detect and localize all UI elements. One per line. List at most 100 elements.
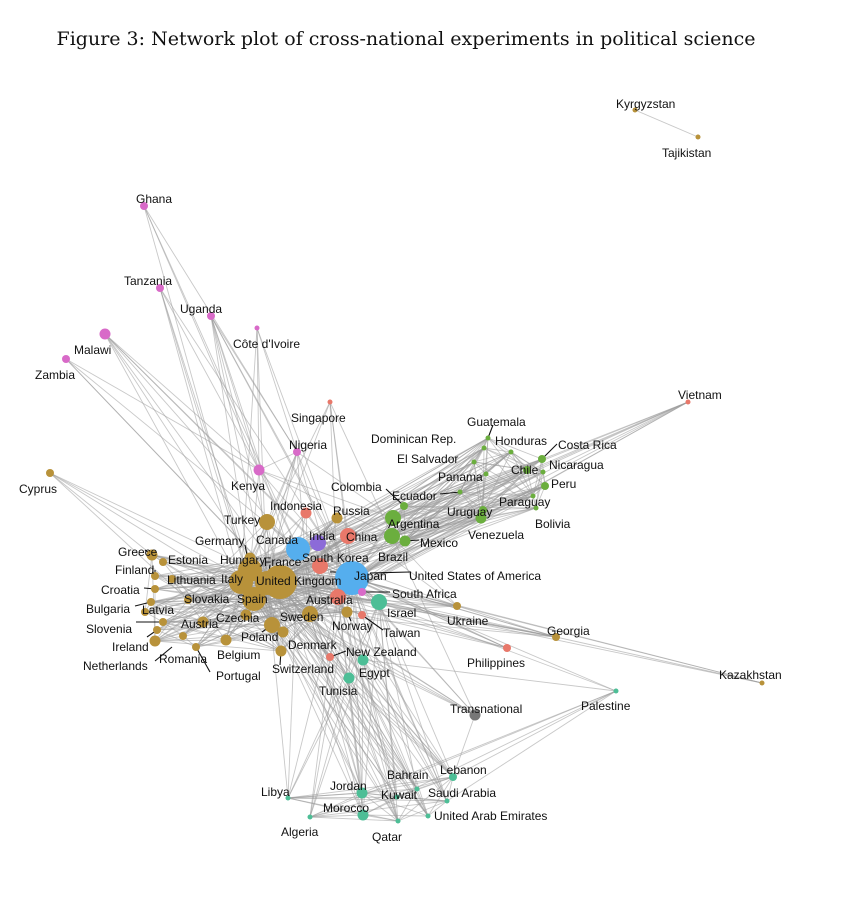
node-kazakhstan bbox=[759, 680, 765, 686]
node-el-salvador bbox=[471, 459, 477, 465]
label-georgia: Georgia bbox=[547, 624, 590, 638]
edge-line bbox=[151, 554, 156, 642]
label-russia: Russia bbox=[333, 504, 370, 518]
label-brazil: Brazil bbox=[378, 550, 408, 564]
label-libya: Libya bbox=[261, 785, 290, 799]
node-mexico bbox=[399, 535, 411, 547]
label-israel: Israel bbox=[387, 606, 416, 620]
label-slovenia: Slovenia bbox=[86, 622, 132, 636]
label-costa-rica: Costa Rica bbox=[558, 438, 617, 452]
edge-line bbox=[362, 601, 380, 661]
label-switzerland: Switzerland bbox=[272, 662, 334, 676]
label-poland: Poland bbox=[241, 630, 278, 644]
label-tanzania: Tanzania bbox=[124, 274, 172, 288]
edge-line bbox=[391, 517, 482, 537]
node-guatemala bbox=[485, 435, 491, 441]
edge-line bbox=[256, 327, 298, 453]
edge-line bbox=[249, 569, 399, 822]
label-jordan: Jordan bbox=[330, 779, 367, 793]
node-austria bbox=[197, 616, 209, 628]
edge-line bbox=[279, 581, 458, 607]
label-nigeria: Nigeria bbox=[289, 438, 327, 452]
node-slovenia bbox=[159, 618, 167, 626]
edge-line bbox=[297, 548, 429, 817]
edge-line bbox=[287, 677, 350, 799]
label-norway: Norway bbox=[332, 619, 373, 633]
label-panama: Panama bbox=[438, 470, 483, 484]
node-ireland bbox=[153, 626, 161, 634]
edge-line bbox=[446, 690, 617, 802]
edge-line bbox=[156, 624, 273, 631]
node-slovakia bbox=[184, 596, 192, 604]
label-united-states-of-america: United States of America bbox=[409, 569, 541, 583]
edge-line bbox=[104, 333, 268, 584]
edge-line bbox=[143, 205, 299, 550]
node-belgium bbox=[220, 634, 232, 646]
edge-line bbox=[240, 327, 258, 583]
edge-line bbox=[249, 569, 429, 817]
edge-line bbox=[240, 447, 485, 583]
edge-line bbox=[397, 800, 448, 822]
label-nicaragua: Nicaragua bbox=[549, 458, 604, 472]
edge-line bbox=[337, 596, 448, 802]
edge-line bbox=[309, 577, 353, 818]
label-el-salvador: El Salvador bbox=[397, 452, 458, 466]
label-spain: Spain bbox=[237, 592, 268, 606]
edge-line bbox=[349, 507, 537, 579]
node-tajikistan bbox=[695, 134, 701, 140]
edge-line bbox=[378, 601, 617, 692]
node-spain bbox=[242, 587, 266, 611]
node-australia bbox=[330, 589, 346, 605]
edge-line bbox=[249, 451, 298, 571]
label-new-zealand: New Zealand bbox=[346, 645, 417, 659]
edge-line bbox=[279, 581, 364, 661]
node-zambia bbox=[62, 355, 70, 363]
edge-line bbox=[154, 640, 282, 652]
label-ecuador: Ecuador bbox=[392, 489, 437, 503]
node-malawi bbox=[99, 328, 111, 340]
label-hungary: Hungary bbox=[220, 553, 265, 567]
edge-line bbox=[297, 548, 508, 649]
edge-line bbox=[348, 677, 454, 778]
label-egypt: Egypt bbox=[359, 666, 390, 680]
edge-line bbox=[156, 581, 242, 631]
label-united-kingdom: United Kingdom bbox=[256, 574, 341, 588]
edge-line bbox=[249, 557, 353, 579]
label-canada: Canada bbox=[256, 533, 298, 547]
edge-line bbox=[266, 582, 508, 649]
edge-line bbox=[452, 690, 617, 778]
label-honduras: Honduras bbox=[495, 434, 547, 448]
node-czechia bbox=[240, 609, 252, 621]
label-leader bbox=[154, 646, 173, 662]
node-indonesia bbox=[300, 507, 312, 519]
node-canada bbox=[286, 537, 310, 561]
label-croatia: Croatia bbox=[101, 583, 140, 597]
edge-line bbox=[459, 461, 475, 493]
node-turkey bbox=[259, 514, 275, 530]
node-greece bbox=[146, 549, 158, 561]
edge-line bbox=[483, 447, 512, 453]
node-denmark bbox=[277, 626, 289, 638]
label-bahrain: Bahrain bbox=[387, 768, 428, 782]
edge-line bbox=[336, 517, 458, 607]
edge-line bbox=[159, 287, 260, 471]
edge-line bbox=[296, 451, 339, 598]
label-peru: Peru bbox=[551, 477, 576, 491]
edge-line bbox=[287, 776, 454, 799]
edge-line bbox=[309, 796, 398, 818]
label-malawi: Malawi bbox=[74, 343, 111, 357]
edge-line bbox=[258, 469, 299, 550]
edge-line bbox=[297, 548, 363, 794]
node-nicaragua bbox=[540, 469, 546, 475]
edge-line bbox=[159, 287, 251, 571]
node-bahrain bbox=[414, 786, 420, 792]
node-israel bbox=[371, 594, 387, 610]
edge-line bbox=[349, 577, 508, 649]
node-netherlands bbox=[149, 635, 161, 647]
label-sweden: Sweden bbox=[280, 610, 323, 624]
node-qatar bbox=[395, 818, 401, 824]
label-vietnam: Vietnam bbox=[678, 388, 722, 402]
edge-line bbox=[249, 569, 363, 794]
node-egypt bbox=[357, 654, 369, 666]
